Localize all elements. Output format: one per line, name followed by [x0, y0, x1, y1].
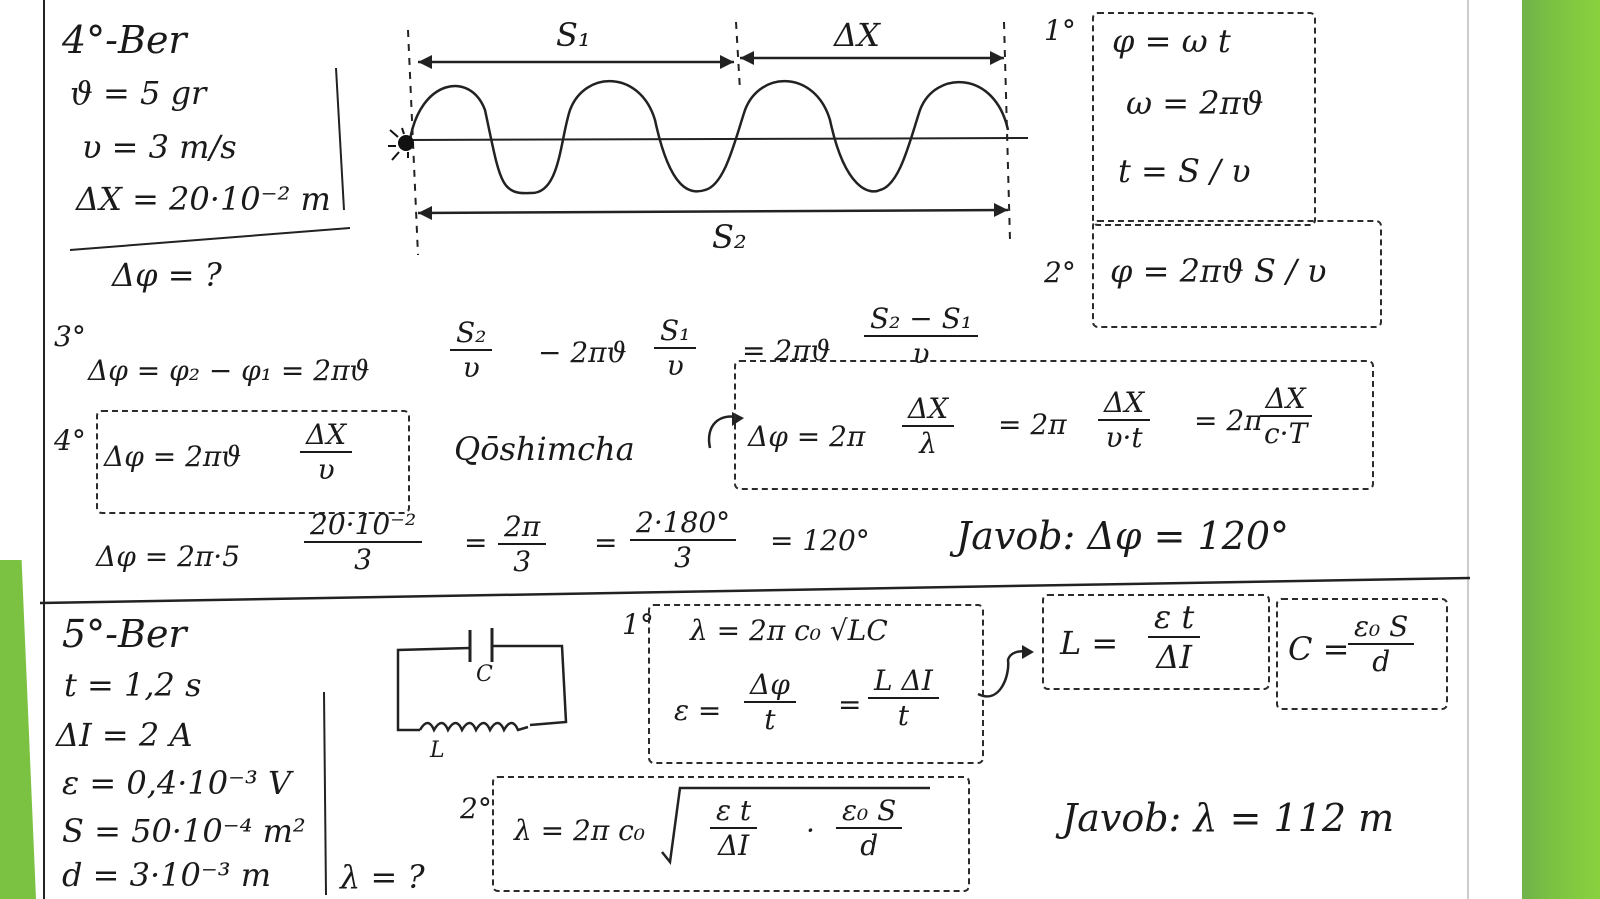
step-1-line-3: t = S / υ — [1118, 152, 1251, 190]
circuit-inductor-label: L — [430, 738, 445, 763]
addition-part-1: Δφ = 2π — [748, 420, 866, 453]
step-1-line-1: φ = ω t — [1112, 22, 1231, 60]
addition-box — [734, 360, 1374, 490]
inductance-lhs: L = — [1060, 624, 1119, 662]
step-2-label-p5: 2° — [460, 792, 492, 825]
step-3-middle: − 2πϑ — [538, 336, 627, 369]
step-4-lhs: Δφ = 2πϑ — [104, 440, 242, 473]
step-3-lhs: Δφ = φ₂ − φ₁ = 2πϑ — [88, 354, 370, 387]
problem-4-title: 4°-Ber — [62, 18, 187, 62]
step-4-label: 4° — [54, 424, 86, 457]
inductance-box — [1042, 594, 1270, 690]
step-2-formula: φ = 2πϑ S / υ — [1110, 252, 1327, 290]
step-2-dot: · — [806, 814, 815, 847]
circuit-capacitor-label: C — [476, 662, 493, 687]
find-wavelength: λ = ? — [340, 858, 425, 896]
step-1-label: 1° — [1044, 14, 1076, 47]
addition-part-3: = 2π — [1194, 404, 1263, 437]
given-emf: ε = 0,4·10⁻³ V — [62, 764, 292, 802]
problem-5-title: 5°-Ber — [62, 612, 187, 656]
addition-word: Qōshimcha — [454, 430, 635, 468]
step-1-line-2: ω = 2πϑ — [1126, 84, 1264, 122]
step-1-box — [1092, 12, 1316, 226]
given-delta-x: ΔX = 20·10⁻² m — [76, 180, 331, 218]
capacitance-box — [1276, 598, 1448, 710]
calc-equals-2: = — [594, 526, 618, 559]
notebook-page — [42, 0, 1470, 899]
slide-background-green-right — [1522, 0, 1600, 899]
diagram-label-s1: S₁ — [556, 16, 591, 54]
diagram-label-s2: S₂ — [712, 218, 747, 256]
step-3-label: 3° — [54, 320, 86, 353]
step-1-wavelength-formula: λ = 2π c₀ √LC — [690, 614, 888, 647]
step-2-label: 2° — [1044, 256, 1076, 289]
step-1-emf-equals: = — [838, 688, 862, 721]
given-speed: υ = 3 m/s — [82, 128, 237, 166]
capacitance-lhs: C = — [1288, 630, 1350, 668]
given-area: S = 50·10⁻⁴ m² — [62, 812, 306, 850]
problem-4-answer: Javob: Δφ = 120° — [956, 514, 1290, 558]
given-distance: d = 3·10⁻³ m — [62, 856, 272, 894]
step-2-box — [1092, 220, 1382, 328]
step-1-emf-lhs: ε = — [674, 694, 722, 727]
step-4-box — [96, 410, 410, 514]
problem-5-answer: Javob: λ = 112 m — [1062, 796, 1395, 840]
step-2-box-p5 — [492, 776, 970, 892]
given-frequency: ϑ = 5 gr — [70, 74, 207, 112]
addition-part-2: = 2π — [998, 408, 1067, 441]
step-2-lhs: λ = 2π c₀ — [514, 814, 646, 847]
given-time: t = 1,2 s — [64, 666, 202, 704]
find-delta-phi: Δφ = ? — [112, 256, 222, 294]
calc-result: = 120° — [770, 524, 870, 557]
calc-lhs: Δφ = 2π·5 — [96, 540, 241, 573]
given-delta-current: ΔI = 2 A — [56, 716, 193, 754]
diagram-label-dx: ΔX — [834, 16, 880, 54]
calc-equals-1: = — [464, 526, 488, 559]
step-1-box-p5 — [648, 604, 984, 764]
calc-fraction-3: 2·180°3 — [630, 506, 737, 574]
